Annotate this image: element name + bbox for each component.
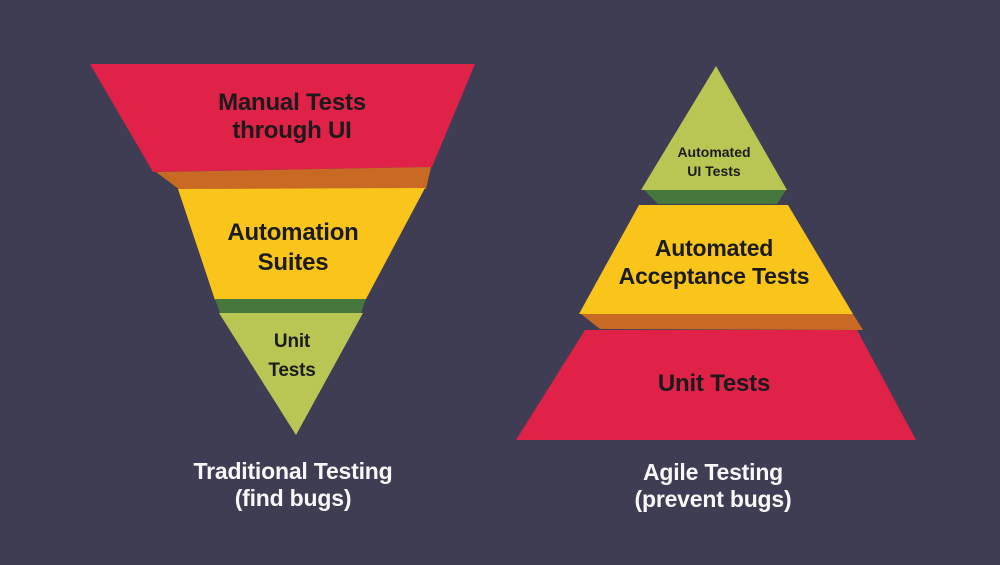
caption-line: Agile Testing — [642, 459, 784, 485]
label-line: Suites — [257, 249, 329, 276]
left-label-automation-suites: Automation Suites — [153, 218, 433, 278]
left-fold-orange — [156, 167, 431, 190]
label-line: Acceptance Tests — [618, 263, 810, 289]
right-fold-green — [644, 190, 786, 204]
right-layer-automated-ui-tests-shape — [641, 66, 787, 190]
label-line: Unit — [273, 331, 311, 352]
label-line: Automated — [654, 235, 774, 261]
label-line: through UI — [232, 117, 352, 144]
left-pyramid — [90, 64, 475, 435]
left-layer-manual-tests-shape — [90, 64, 475, 172]
left-layer-unit-tests-shape — [219, 313, 363, 435]
left-pyramid-caption: Traditional Testing (find bugs) — [123, 458, 463, 512]
right-label-automated-ui-tests: Automated UI Tests — [634, 143, 794, 181]
caption-line: (prevent bugs) — [634, 486, 792, 512]
left-label-manual-tests: Manual Tests through UI — [152, 89, 432, 145]
right-label-automated-acceptance-tests: Automated Acceptance Tests — [564, 234, 864, 290]
right-layer-automated-acceptance-tests-shape — [579, 205, 853, 314]
left-fold-green — [215, 299, 366, 313]
label-line: Tests — [268, 360, 316, 381]
label-line: Automation — [227, 219, 359, 246]
right-pyramid-caption: Agile Testing (prevent bugs) — [543, 459, 883, 513]
left-layer-automation-suites-shape — [178, 188, 425, 300]
caption-line: (find bugs) — [234, 485, 352, 511]
label-line: Automated — [677, 144, 751, 160]
caption-line: Traditional Testing — [193, 458, 393, 484]
left-label-unit-tests: Unit Tests — [212, 327, 372, 385]
right-fold-orange — [581, 314, 863, 330]
label-line: Unit Tests — [657, 370, 771, 397]
label-line: UI Tests — [687, 163, 741, 179]
right-label-unit-tests: Unit Tests — [594, 371, 834, 397]
right-pyramid — [516, 66, 916, 440]
label-line: Manual Tests — [218, 89, 366, 116]
right-layer-unit-tests-shape — [516, 330, 916, 440]
